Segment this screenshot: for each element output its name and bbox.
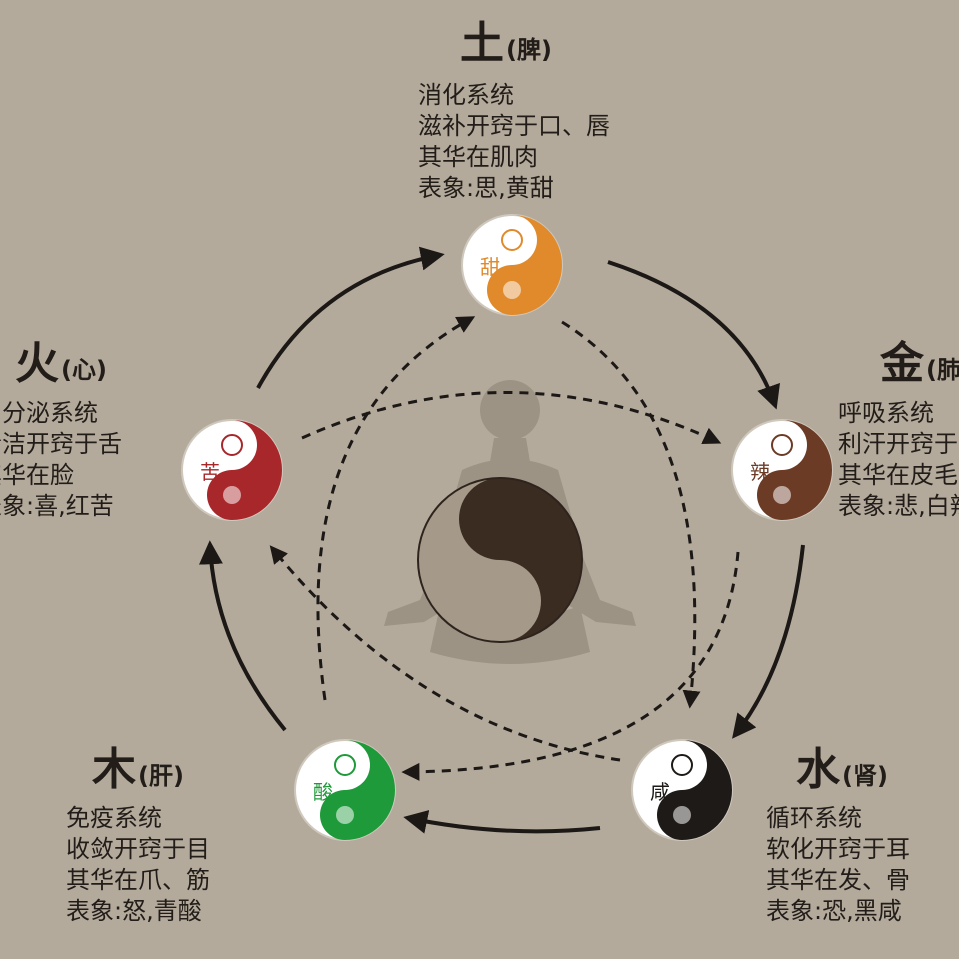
water-organ: 肾 — [852, 762, 877, 790]
metal-label-block: 金(肺) — [880, 338, 959, 389]
fire-line: 表象:喜,红苦 — [0, 492, 114, 520]
earth-label-block: 土(脾) — [460, 18, 552, 69]
earth-line: 消化系统 — [418, 81, 514, 109]
yin-yang-top-dot — [221, 434, 243, 456]
fire-line: 其华在脸 — [0, 461, 74, 489]
earth-organ: 脾 — [516, 36, 541, 64]
fire-element-name: 火 — [15, 338, 59, 389]
metal-yin-yang: 辣 — [731, 419, 833, 521]
wood-line: 其华在爪、筋 — [66, 866, 210, 894]
water-line: 表象:恐,黑咸 — [766, 897, 902, 925]
fire-description: 内分泌系统 清洁开窍于舌 其华在脸 表象:喜,红苦 — [0, 398, 122, 522]
fire-organ: 心 — [71, 356, 96, 384]
yin-yang-bottom-dot — [223, 486, 241, 504]
water-label-block: 水(肾) — [796, 744, 888, 795]
wood-description: 免疫系统 收敛开窍于目 其华在爪、筋 表象:怒,青酸 — [66, 803, 210, 927]
wood-organ: 肝 — [148, 762, 173, 790]
generating-cycle-arrows — [198, 246, 805, 834]
wood-label-block: 木(肝) — [92, 744, 184, 795]
center-yin-yang — [417, 477, 583, 643]
metal-line: 表象:悲,白辣 — [838, 492, 959, 520]
wood-taste-label: 酸 — [313, 780, 333, 804]
yin-yang-top-dot — [501, 229, 523, 251]
earth-line: 滋补开窍于口、唇 — [418, 112, 610, 140]
arrow-fire-to-metal — [301, 391, 722, 445]
earth-yin-yang: 甜 — [461, 214, 563, 316]
arrow-water-to-wood — [403, 810, 601, 834]
water-line: 软化开窍于耳 — [766, 835, 910, 863]
metal-organ: 肺 — [936, 356, 959, 384]
wood-line: 收敛开窍于目 — [66, 835, 210, 863]
metal-line: 利汗开窍于鼻 — [838, 430, 959, 458]
controlling-cycle-arrows — [269, 316, 740, 781]
arrow-wood-to-fire — [198, 540, 287, 732]
earth-element-name: 土 — [460, 18, 504, 69]
yin-yang-top-dot — [671, 754, 693, 776]
arrow-earth-to-water — [561, 320, 701, 709]
yin-yang-bottom-dot — [503, 281, 521, 299]
metal-line: 呼吸系统 — [838, 399, 934, 427]
yin-yang-top-dot — [334, 754, 356, 776]
metal-line: 其华在皮毛 — [838, 461, 958, 489]
wood-yin-yang: 酸 — [294, 739, 396, 841]
arrow-fire-to-earth — [256, 246, 445, 389]
yin-yang-bottom-dot — [336, 806, 354, 824]
wood-element-name: 木 — [92, 744, 136, 795]
water-description: 循环系统 软化开窍于耳 其华在发、骨 表象:恐,黑咸 — [766, 803, 910, 927]
water-line: 循环系统 — [766, 804, 862, 832]
fire-line: 内分泌系统 — [0, 399, 98, 427]
water-line: 其华在发、骨 — [766, 866, 910, 894]
water-yin-yang: 咸 — [631, 739, 733, 841]
fire-taste-label: 苦 — [200, 460, 220, 484]
earth-description: 消化系统 滋补开窍于口、唇 其华在肌肉 表象:思,黄甜 — [418, 80, 610, 204]
fire-line: 清洁开窍于舌 — [0, 430, 122, 458]
arrow-earth-to-metal — [607, 260, 780, 410]
arrow-water-to-fire — [269, 545, 621, 762]
yin-yang-bottom-dot — [673, 806, 691, 824]
yin-yang-top-dot — [771, 434, 793, 456]
arrow-metal-to-wood — [401, 551, 740, 781]
water-taste-label: 咸 — [650, 780, 670, 804]
earth-line: 其华在肌肉 — [418, 143, 538, 171]
arrow-metal-to-water — [732, 544, 805, 739]
earth-line: 表象:思,黄甜 — [418, 174, 554, 202]
fire-label-block: 火(心) — [15, 338, 107, 389]
fire-yin-yang: 苦 — [181, 419, 283, 521]
wood-line: 免疫系统 — [66, 804, 162, 832]
water-element-name: 水 — [796, 744, 840, 795]
earth-taste-label: 甜 — [480, 255, 500, 279]
wood-line: 表象:怒,青酸 — [66, 897, 202, 925]
yin-yang-bottom-dot — [773, 486, 791, 504]
metal-taste-label: 辣 — [750, 460, 770, 484]
metal-element-name: 金 — [880, 338, 924, 389]
metal-description: 呼吸系统 利汗开窍于鼻 其华在皮毛 表象:悲,白辣 — [838, 398, 959, 522]
